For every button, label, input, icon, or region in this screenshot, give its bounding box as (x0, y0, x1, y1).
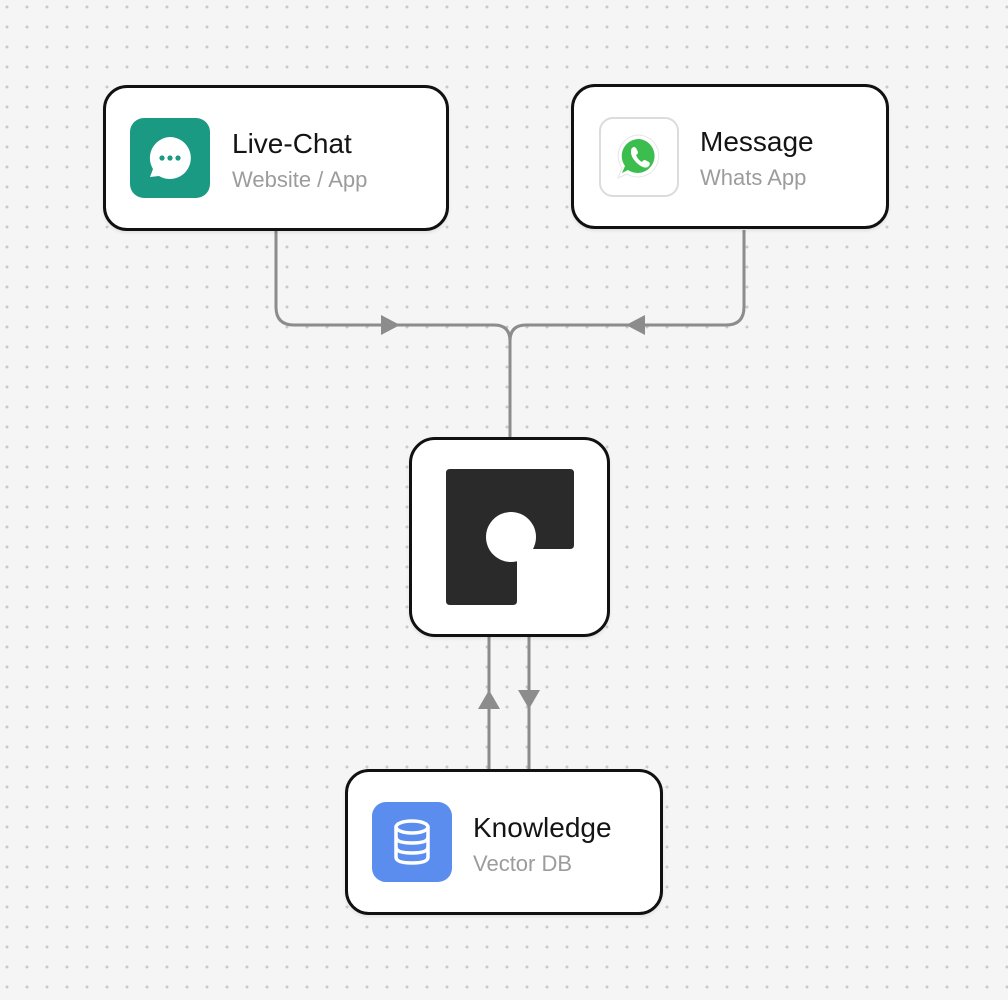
database-icon (372, 802, 452, 882)
logo-icon (446, 469, 577, 609)
arrow-up-icon (478, 690, 500, 709)
node-title: Knowledge (473, 812, 612, 843)
node-title: Message (700, 126, 814, 157)
arrow-right-icon (381, 315, 400, 335)
whatsapp-icon (599, 117, 679, 197)
edge-livechat-hub (274, 230, 512, 437)
node-hub[interactable] (409, 437, 610, 637)
node-message[interactable]: Message Whats App (571, 84, 889, 229)
node-livechat[interactable]: Live-Chat Website / App (103, 85, 449, 231)
arrow-left-icon (626, 315, 645, 335)
arrow-down-icon (518, 690, 540, 709)
node-subtitle: Vector DB (473, 851, 573, 876)
node-title: Live-Chat (232, 128, 352, 159)
node-subtitle: Website / App (232, 167, 368, 192)
node-knowledge[interactable]: Knowledge Vector DB (345, 769, 663, 915)
edge-message-hub (508, 230, 746, 342)
chat-bubble-icon (130, 118, 210, 198)
node-subtitle: Whats App (700, 165, 807, 190)
